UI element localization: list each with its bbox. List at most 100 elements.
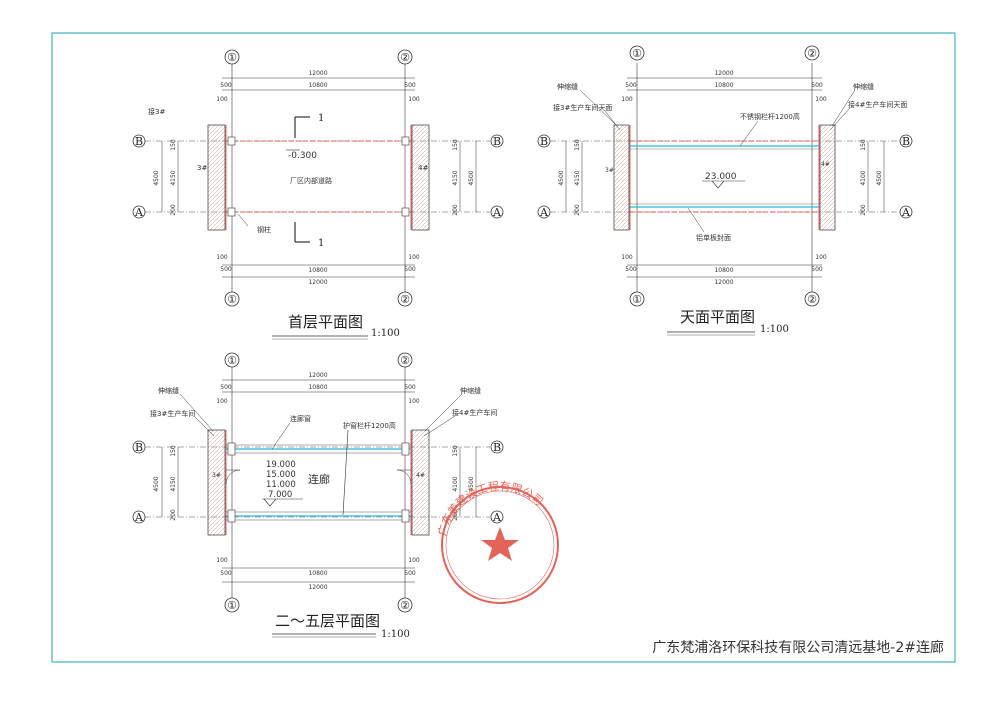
axis-label-2-top: ② (807, 47, 817, 60)
axis-bubble-2-top (397, 49, 413, 65)
bldg-label-right: 4# (821, 161, 830, 168)
axis-label-a-left: A (539, 206, 549, 219)
steel-column (227, 136, 236, 146)
level-15: 15.000 (266, 470, 296, 480)
dim-depth-inner-left: 4150 (170, 476, 177, 491)
bldg-label-left: 3# (197, 164, 207, 172)
rail-label: 护窗栏杆1200高 (343, 421, 396, 430)
dim-depth-outer-right: 4500 (468, 170, 475, 185)
bldg-label-right: 4# (418, 164, 428, 172)
section-number-bottom: 1 (318, 238, 324, 249)
seal-star-icon (481, 527, 519, 561)
dim-small-left: 200 (574, 204, 581, 216)
axis-label-2-top: ② (400, 51, 410, 64)
dim-small-right: 200 (452, 509, 459, 521)
axis-label-1-top: ① (227, 51, 237, 64)
axis-label-2-bottom: ② (400, 599, 410, 612)
axis-label-2-bottom: ② (400, 293, 410, 306)
rail-label: 不锈钢栏杆1200高 (740, 112, 800, 121)
steel-column (401, 136, 410, 146)
steel-column-label: 钢柱 (257, 225, 271, 234)
wall-left (613, 124, 630, 231)
dim-small-left: 200 (170, 204, 177, 216)
axis-bubble-a-right (490, 205, 504, 219)
dim-side-inner: 100 (216, 96, 228, 103)
axis-label-1-bottom: ① (227, 599, 237, 612)
door-swing-right (396, 469, 412, 485)
dim-side-inner: 100 (216, 254, 228, 261)
dim-small-left: 150 (170, 445, 177, 457)
axis-bubble-1-top (224, 49, 240, 65)
dim-side-offset: 500 (220, 570, 232, 577)
axis-label-b-left: B (540, 135, 548, 148)
plan-typical-floor: ① ② ① ② B A B A 120 (132, 352, 504, 640)
dim-depth-inner-left: 4150 (574, 170, 581, 185)
axis-label-a-left: A (134, 206, 144, 219)
steel-column (401, 442, 410, 456)
dim-side-inner: 100 (408, 96, 420, 103)
road-label: 厂区内部道路 (290, 176, 332, 185)
company-seal: 广东美建设工程有限公司 (436, 479, 559, 604)
dim-side-offset: 500 (220, 82, 232, 89)
wall-right (411, 124, 430, 231)
dim-inner-width-bottom: 10800 (714, 267, 733, 274)
dim-side-offset: 500 (625, 266, 637, 273)
axis-bubble-a-right (899, 205, 913, 219)
dim-depth-outer-left: 4500 (558, 170, 565, 185)
dim-side-offset: 500 (811, 82, 823, 89)
dim-inner-width-bottom: 10800 (308, 570, 327, 577)
bldg-label-left: 3# (212, 472, 221, 479)
dim-small-right: 150 (452, 139, 459, 151)
dim-side-inner: 100 (216, 557, 228, 564)
steel-column (227, 207, 236, 217)
dim-inner-width-top: 10800 (308, 384, 327, 391)
axis-bubble-1-top (629, 45, 645, 61)
dim-side-offset: 500 (404, 266, 416, 273)
dim-total-width-top: 12000 (308, 372, 327, 379)
dim-side-offset: 500 (404, 82, 416, 89)
dim-side-inner: 100 (815, 96, 827, 103)
wall-right (411, 429, 430, 536)
window-label: 连廊窗 (290, 414, 311, 423)
axis-bubble-b-right (899, 134, 913, 148)
dim-inner-width-bottom: 10800 (308, 267, 327, 274)
axis-label-a-right: A (492, 206, 502, 219)
note-connect-3: 接3# (148, 107, 165, 116)
axis-bubble-a-left (132, 205, 146, 219)
steel-column (227, 509, 236, 523)
dim-small-right: 200 (860, 204, 867, 216)
axis-bubble-a-right (490, 510, 504, 524)
dim-side-inner: 100 (408, 398, 420, 405)
dim-depth-inner-right: 4150 (452, 170, 459, 185)
wall-left (207, 429, 226, 536)
dim-side-offset: 500 (220, 384, 232, 391)
steel-column (401, 207, 410, 217)
joint-label-right: 伸缩缝 (460, 386, 481, 395)
plan-scale-ground: 1:100 (371, 328, 400, 339)
level-19: 19.000 (266, 460, 296, 470)
axis-label-1-bottom: ① (632, 293, 642, 306)
axis-label-b-left: B (135, 135, 143, 148)
bldg-label-right: 4# (416, 472, 425, 479)
axis-bubble-b-left (132, 440, 146, 454)
joint-label-left: 伸缩缝 (158, 386, 179, 395)
axis-bubble-a-left (537, 205, 551, 219)
dim-total-width-top: 12000 (308, 70, 327, 77)
axis-bubble-2-bottom (804, 291, 820, 307)
wall-left (207, 124, 226, 231)
joint-label-right: 伸缩缝 (853, 82, 874, 91)
dim-side-inner: 100 (408, 254, 420, 261)
dim-depth-inner-left: 4150 (170, 170, 177, 185)
axis-label-1-bottom: ① (227, 293, 237, 306)
plan-ground-floor: ① ② ① ② B A B A 12000 10800 500 (132, 49, 504, 340)
axis-label-a-right: A (492, 511, 502, 524)
dim-depth-outer-right: 4500 (876, 170, 883, 185)
dim-inner-width-top: 10800 (714, 82, 733, 89)
axis-label-2-top: ② (400, 354, 410, 367)
dim-small-right: 150 (452, 445, 459, 457)
dim-side-offset: 500 (404, 570, 416, 577)
axis-label-2-bottom: ② (807, 293, 817, 306)
plan-roof: ① ② ① ② B A B A 12000 10800 500 500 10 (537, 45, 913, 336)
level-roof: 23.000 (705, 172, 737, 182)
axis-label-b-right: B (493, 441, 501, 454)
